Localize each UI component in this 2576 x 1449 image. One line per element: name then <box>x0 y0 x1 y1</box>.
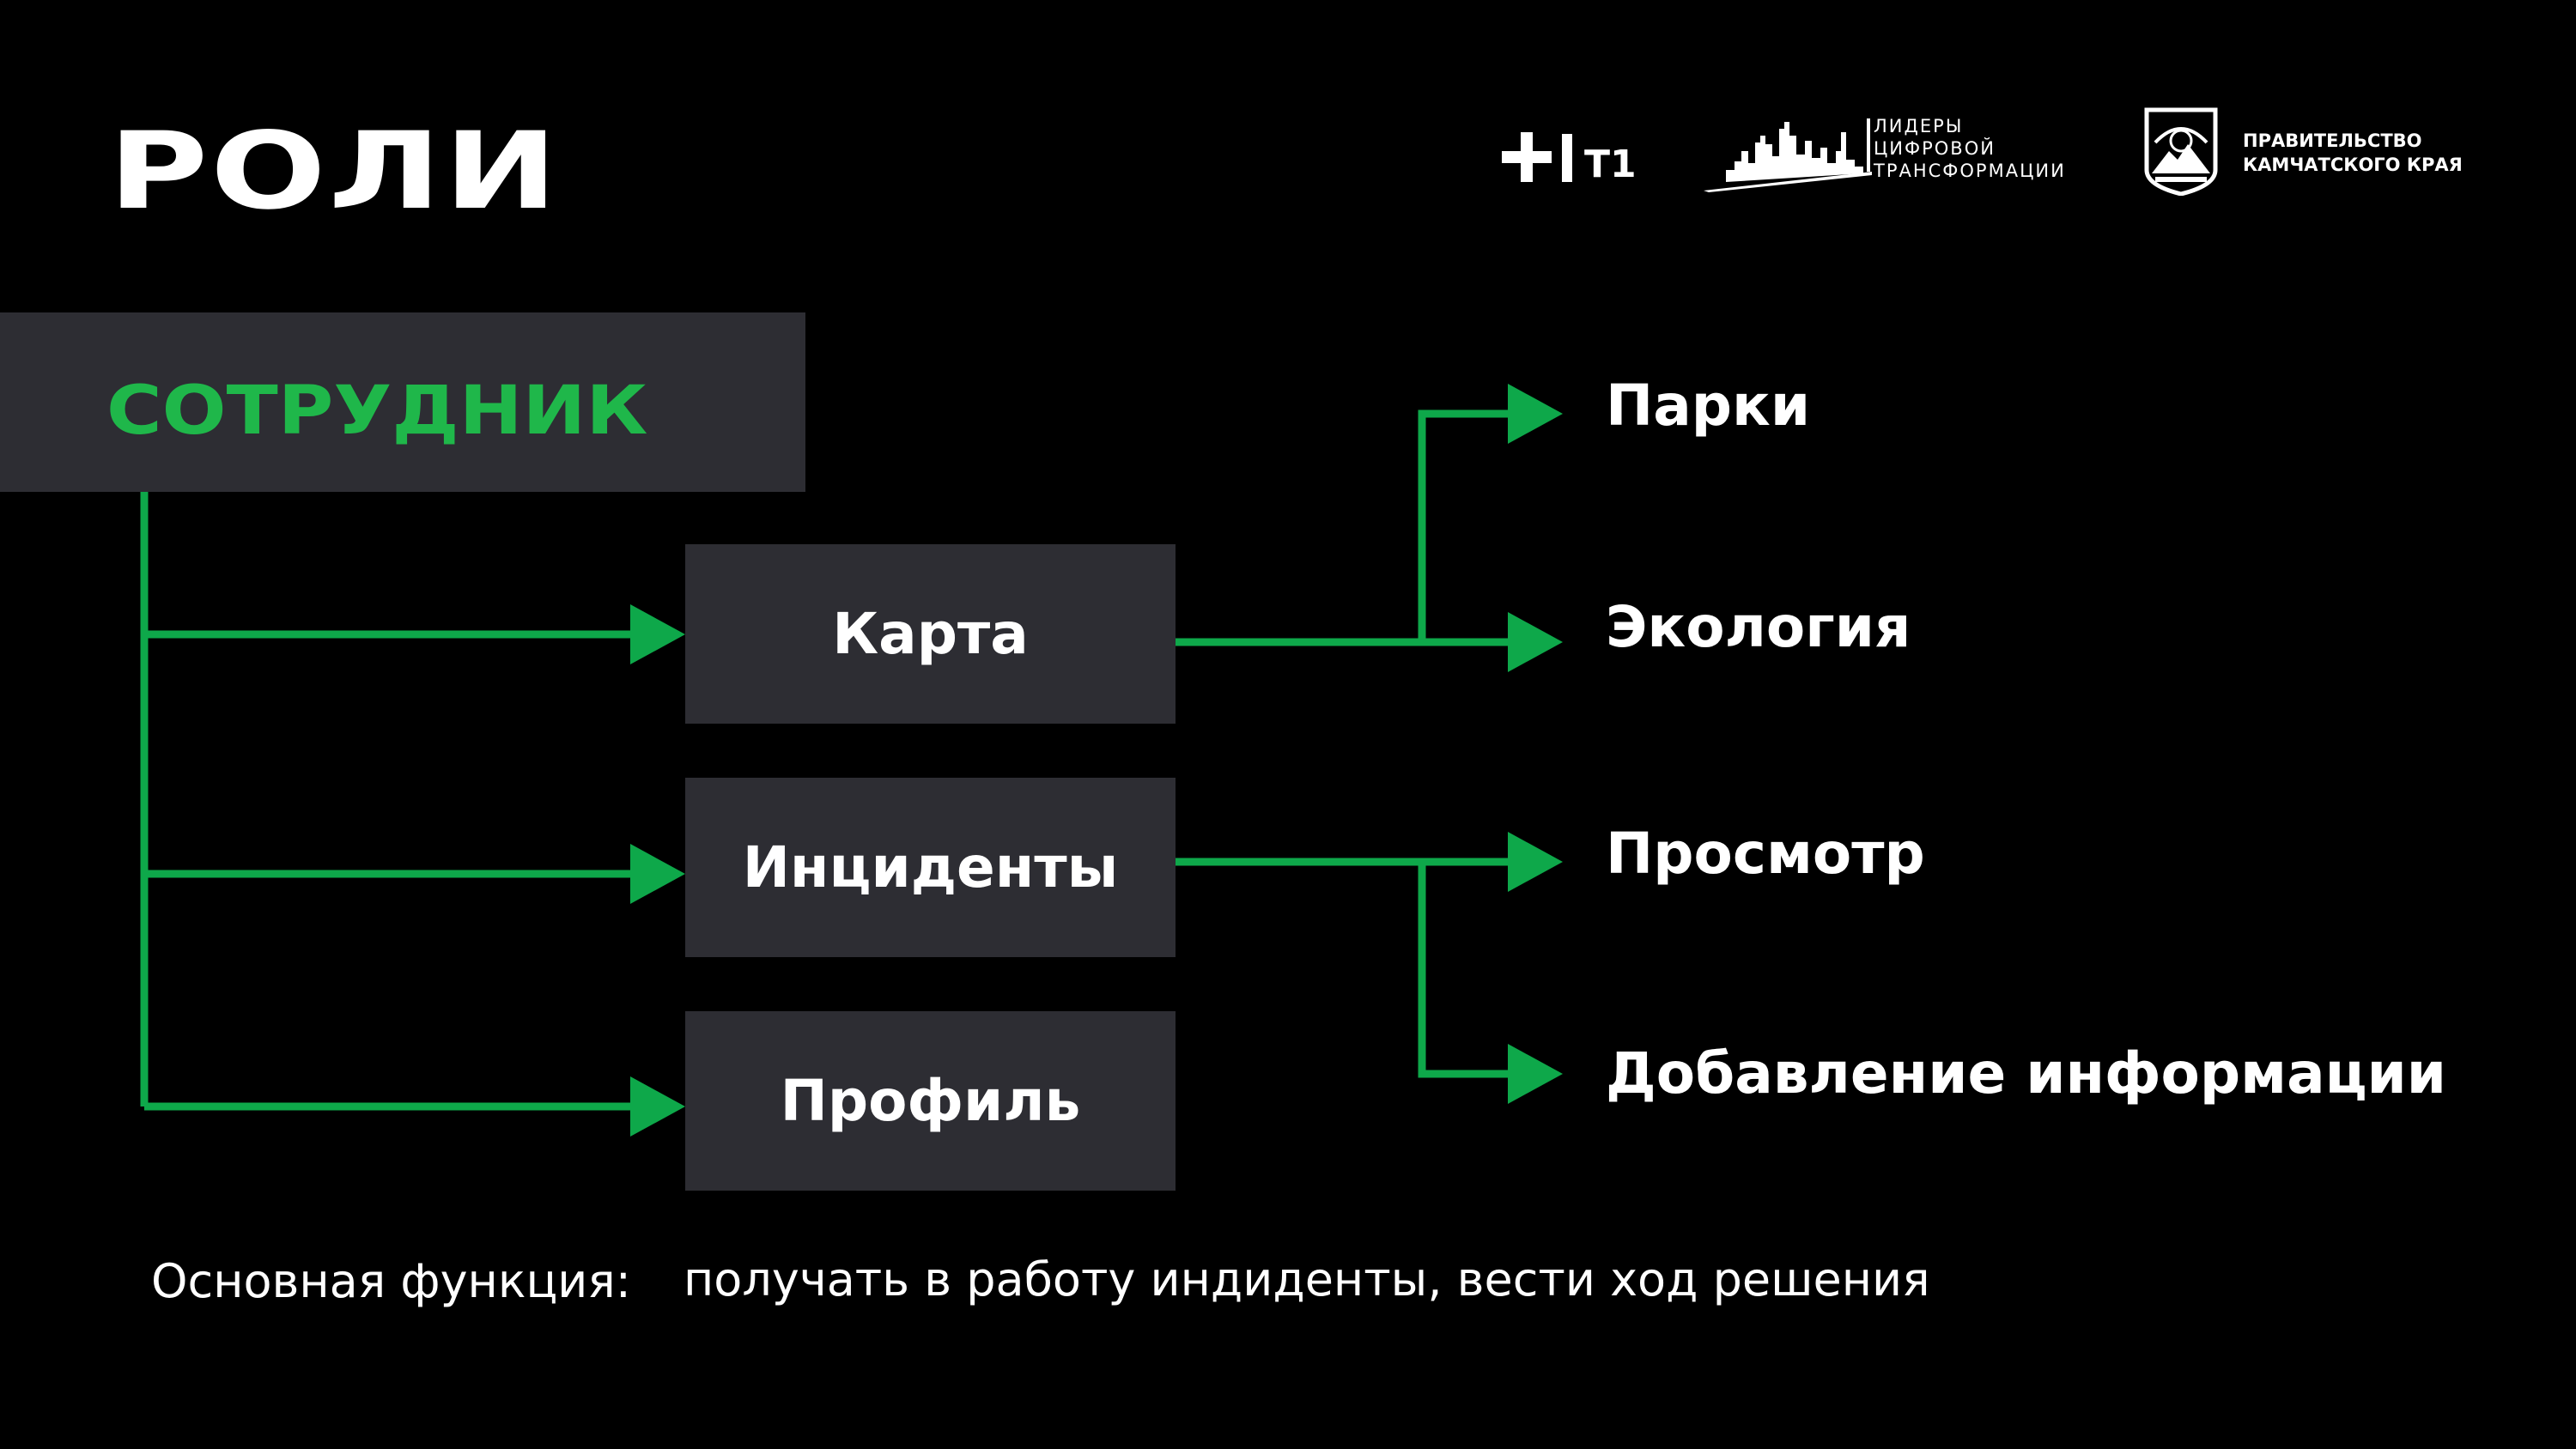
leaders-logo-line: ЛИДЕРЫ <box>1874 116 1964 136</box>
leaders-logo-text: ЛИДЕРЫ ЦИФРОВОЙ ТРАНСФОРМАЦИИ <box>1874 115 2066 182</box>
role-label: СОТРУДНИК <box>106 373 648 450</box>
node-profile-label: Профиль <box>780 1068 1081 1134</box>
connector-map-split <box>1418 409 1511 642</box>
leaf-ecology: Экология <box>1606 594 1911 660</box>
footer-value: получать в работу индиденты, вести ход р… <box>683 1252 1930 1307</box>
arrow-to-incidents <box>630 844 685 904</box>
leaf-parks: Парки <box>1606 373 1811 439</box>
node-profile: Профиль <box>685 1011 1176 1191</box>
role-box <box>0 312 805 492</box>
leaders-logo-line: ЦИФРОВОЙ <box>1874 138 1996 159</box>
arrow-to-map <box>630 604 685 664</box>
footer-label: Основная функция: <box>151 1254 631 1308</box>
arrow-to-profile <box>630 1076 685 1137</box>
arrow-to-add-info <box>1508 1044 1563 1104</box>
leaf-add-info: Добавление информации <box>1606 1040 2447 1106</box>
connector-incidents-split <box>1418 862 1511 1078</box>
t1-logo: T1 <box>1502 132 1637 186</box>
city-skyline-icon <box>1704 118 1872 192</box>
kamchatka-emblem-icon <box>2144 107 2218 196</box>
arrow-to-ecology <box>1508 612 1563 672</box>
t1-logo-text: T1 <box>1584 142 1637 186</box>
arrow-to-parks <box>1508 384 1563 444</box>
government-logo-line: ПРАВИТЕЛЬСТВО <box>2243 130 2422 151</box>
leaf-view: Просмотр <box>1606 821 1925 887</box>
node-map: Карта <box>685 544 1176 724</box>
government-logo-line: КАМЧАТСКОГО КРАЯ <box>2243 155 2463 175</box>
slide-title: РОЛИ <box>108 110 561 233</box>
leaders-logo-line: ТРАНСФОРМАЦИИ <box>1874 161 2066 181</box>
arrow-to-view <box>1508 832 1563 892</box>
government-logo-text: ПРАВИТЕЛЬСТВО КАМЧАТСКОГО КРАЯ <box>2243 129 2463 177</box>
node-map-label: Карта <box>832 601 1029 667</box>
node-incidents: Инциденты <box>685 778 1176 957</box>
node-incidents-label: Инциденты <box>742 834 1119 900</box>
